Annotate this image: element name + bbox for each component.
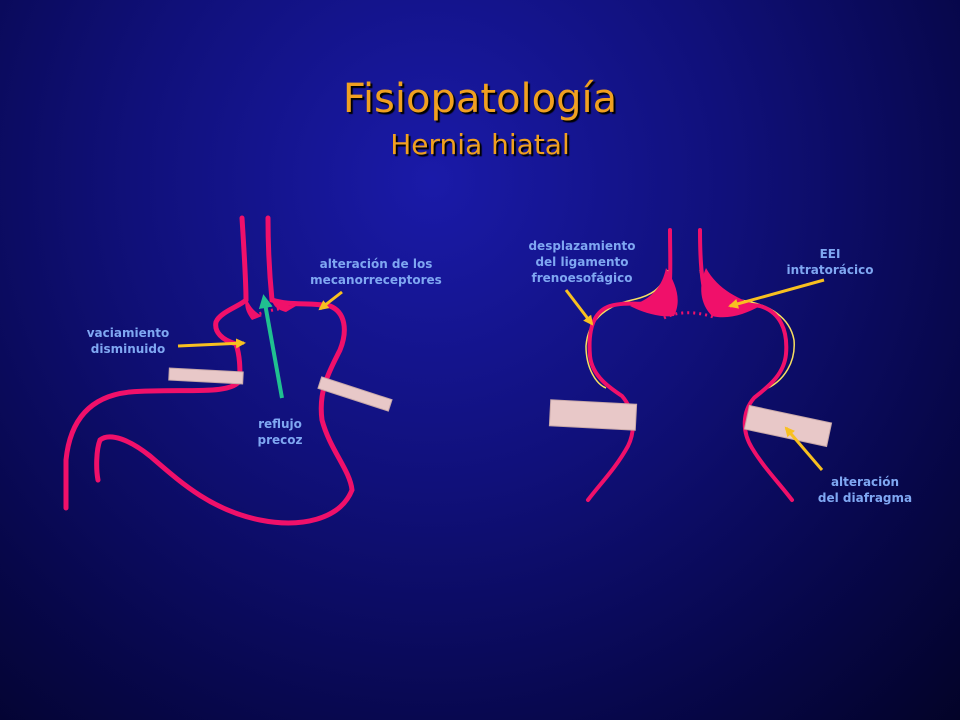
right-sphincter-right — [701, 268, 760, 318]
label-emptying: vaciamiento disminuido — [86, 326, 170, 356]
right-hiatus-dotted-line — [663, 311, 717, 320]
slide-subtitle: Hernia hiatal — [390, 128, 570, 161]
right-sphincter-left — [630, 268, 678, 317]
left-diaphragm-block-right — [317, 376, 393, 412]
left-sphincter-left — [245, 298, 262, 320]
right-diaphragm-block-left — [548, 399, 638, 431]
emptying-arrow — [177, 338, 246, 349]
label-ligament: desplazamiento del ligamento frenoesofág… — [528, 239, 636, 285]
les-arrow — [728, 278, 825, 309]
left-diaphragm-block-left — [168, 367, 244, 385]
mechanoreceptor-arrow — [318, 290, 343, 311]
right-diaphragm-block-right — [743, 404, 833, 448]
left-stomach-inner-wall — [94, 215, 355, 526]
ligament-arrow — [564, 289, 594, 326]
reflux-arrow — [258, 294, 284, 399]
slide-title: Fisiopatología — [342, 76, 618, 122]
left-stomach-diagram — [63, 215, 393, 526]
diaphragm-arrow — [784, 426, 824, 471]
label-diaphragm: alteración del diafragma — [817, 475, 913, 505]
right-junction-diagram — [548, 228, 833, 502]
label-les: EEI intratorácico — [786, 247, 874, 277]
label-reflux: reflujo precoz — [257, 417, 303, 447]
right-ligament-outline-left — [585, 269, 669, 389]
left-stomach-outer-wall — [63, 215, 249, 511]
label-mechanoreceptors: alteración de los mecanorreceptores — [310, 257, 442, 287]
